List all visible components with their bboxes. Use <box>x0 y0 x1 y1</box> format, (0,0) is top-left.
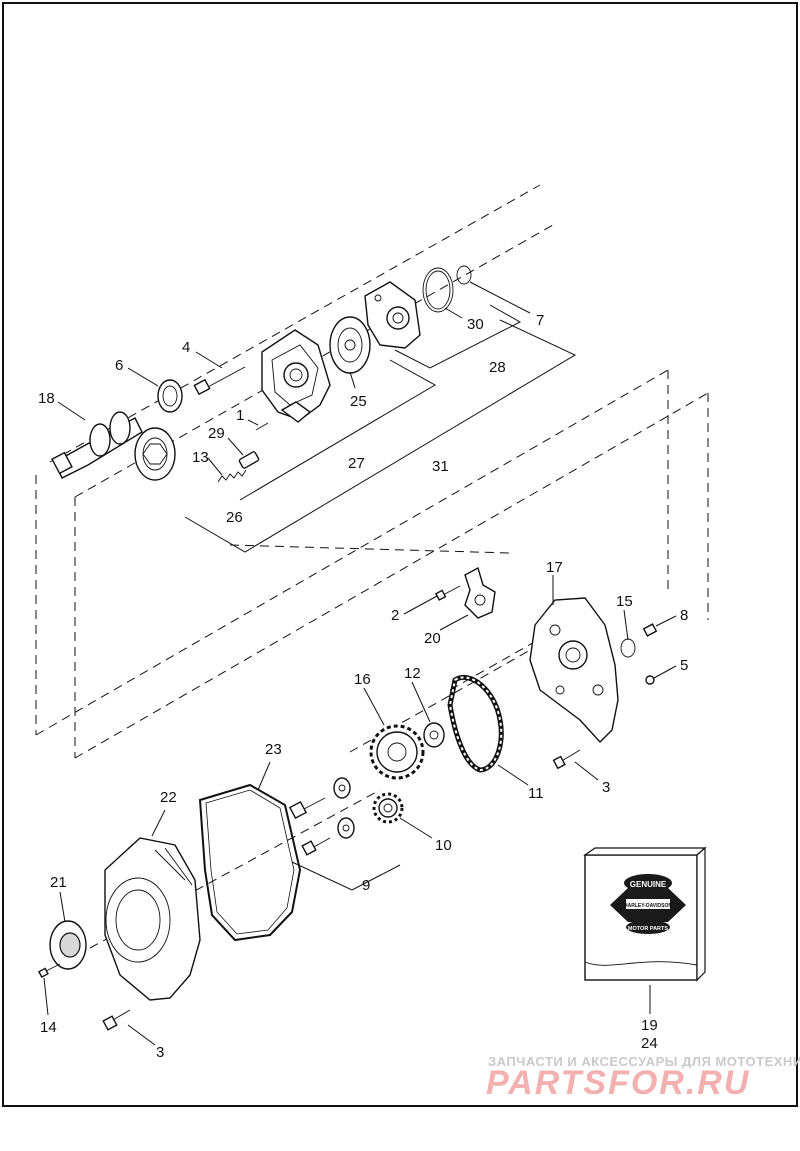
washer-12 <box>423 722 445 748</box>
callout-4: 4 <box>182 339 190 356</box>
callout-3-right: 3 <box>602 779 610 796</box>
bolt-set-9 <box>288 777 355 856</box>
bolt-3-right <box>552 749 581 770</box>
o-ring-30 <box>422 267 454 313</box>
gasket-23-inner <box>205 789 295 935</box>
logo-line-motor-parts: MOTOR PARTS <box>628 926 668 932</box>
camshaft-18 <box>51 411 143 479</box>
callout-27: 27 <box>348 455 365 472</box>
callout-13: 13 <box>192 449 209 466</box>
cam-support-17 <box>529 597 619 744</box>
gerotor-25 <box>329 316 371 374</box>
sprocket-16 <box>369 724 425 780</box>
callout-18: 18 <box>38 390 55 407</box>
watermark-tagline: ЗАПЧАСТИ И АКСЕССУАРЫ ДЛЯ МОТОТЕХНИКИ <box>488 1054 800 1069</box>
callout-6: 6 <box>115 357 123 374</box>
genuine-parts-box: GENUINE HARLEY-DAVIDSON MOTOR PARTS <box>583 846 707 982</box>
callout-31: 31 <box>432 458 449 475</box>
callout-10: 10 <box>435 837 452 854</box>
callout-29: 29 <box>208 425 225 442</box>
ball-5 <box>645 675 655 685</box>
callout-17: 17 <box>546 559 563 576</box>
callout-20: 20 <box>424 630 441 647</box>
callout-30: 30 <box>467 316 484 333</box>
dowel-8 <box>642 623 658 637</box>
callout-11: 11 <box>528 785 544 802</box>
cover-plate-21 <box>49 920 87 970</box>
callout-9: 9 <box>362 877 370 894</box>
callout-14: 14 <box>40 1019 57 1036</box>
callout-22: 22 <box>160 789 177 806</box>
bracket-20 <box>464 566 496 619</box>
callout-1: 1 <box>236 407 244 424</box>
callout-leaders <box>43 281 677 1046</box>
callout-3-lower: 3 <box>156 1044 164 1061</box>
callout-7: 7 <box>536 312 544 329</box>
pump-body <box>364 281 421 349</box>
watermark-brand: PARTSFOR.RU <box>486 1064 750 1102</box>
callout-19: 19 <box>641 1017 658 1034</box>
callout-15: 15 <box>616 593 633 610</box>
watermark: ЗАПЧАСТИ И АКСЕССУАРЫ ДЛЯ МОТОТЕХНИКИ PA… <box>486 1054 800 1102</box>
diagram-border <box>2 2 798 1107</box>
cam-support-plate <box>261 329 331 423</box>
callout-2: 2 <box>391 607 399 624</box>
o-ring-15 <box>620 638 636 658</box>
screw-2 <box>434 585 461 601</box>
callout-28: 28 <box>489 359 506 376</box>
logo-line-hd: HARLEY-DAVIDSON <box>624 903 672 909</box>
bolt-4 <box>193 366 246 396</box>
callout-12: 12 <box>404 665 421 682</box>
callout-26: 26 <box>226 509 243 526</box>
pin-1 <box>255 422 269 431</box>
sprocket-10 <box>372 792 404 824</box>
valve-29 <box>238 451 260 469</box>
o-ring-30-inner <box>425 270 451 310</box>
gasket-23 <box>198 783 302 942</box>
bearing-26 <box>134 427 176 481</box>
callout-5: 5 <box>680 657 688 674</box>
callout-21: 21 <box>50 874 67 891</box>
genuine-parts-logo: GENUINE HARLEY-DAVIDSON MOTOR PARTS <box>610 874 686 934</box>
callout-8: 8 <box>680 607 688 624</box>
callout-24: 24 <box>641 1035 658 1052</box>
spring-13 <box>217 469 247 483</box>
callout-labels: 1 2 3 3 4 5 6 7 8 9 10 11 12 13 14 15 16… <box>38 312 688 1061</box>
bolt-3-lower <box>102 1009 131 1031</box>
seal-7 <box>456 265 472 285</box>
callout-16: 16 <box>354 671 371 688</box>
logo-line-genuine: GENUINE <box>630 880 667 889</box>
group-brackets <box>184 304 577 891</box>
chain-11 <box>447 675 504 773</box>
bearing-6 <box>157 379 183 413</box>
callout-23: 23 <box>265 741 282 758</box>
cam-cover-22 <box>104 837 201 1001</box>
callout-25: 25 <box>350 393 367 410</box>
screw-14 <box>37 963 61 979</box>
